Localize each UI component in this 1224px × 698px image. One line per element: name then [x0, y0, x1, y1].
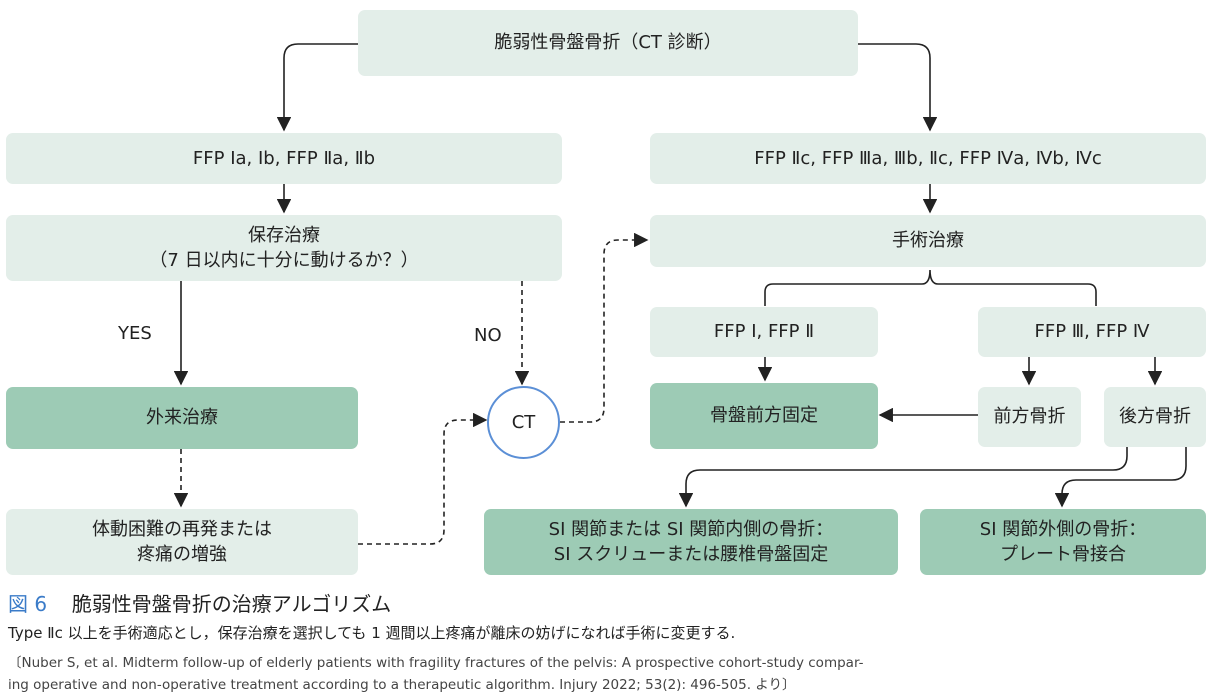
si-medial-node: SI 関節または SI 関節内側の骨折： SI スクリューまたは腰椎骨盤固定: [484, 509, 898, 575]
posterior-fracture-text: 後方骨折: [1119, 406, 1191, 428]
si-lateral-line2: プレート骨接合: [1000, 544, 1126, 565]
ffp34-node: FFP Ⅲ, FFP Ⅳ: [978, 307, 1206, 357]
surgery-text: 手術治療: [892, 230, 964, 252]
figure-number: 図 6: [8, 592, 48, 616]
surgery-node: 手術治療: [650, 215, 1206, 267]
conservative-line1: 保存治療: [248, 224, 320, 246]
ct-node: CT: [487, 386, 560, 459]
posterior-fracture-node: 後方骨折: [1104, 387, 1206, 447]
right-types-text: FFP Ⅱc, FFP Ⅲa, Ⅲb, Ⅱc, FFP Ⅳa, Ⅳb, Ⅳc: [754, 147, 1102, 169]
anterior-fracture-text: 前方骨折: [993, 406, 1066, 428]
difficulty-line1: 体動困難の再発または: [92, 518, 272, 540]
figure-reference-line1: 〔Nuber S, et al. Midterm follow-up of el…: [8, 655, 864, 671]
root-node: 脆弱性骨盤骨折（CT 診断）: [358, 10, 858, 76]
figure-caption-title: 図 6 脆弱性骨盤骨折の治療アルゴリズム: [8, 588, 391, 617]
root-node-text: 脆弱性骨盤骨折（CT 診断）: [494, 32, 722, 54]
difficulty-node: 体動困難の再発または 疼痛の増強: [6, 509, 358, 575]
si-medial-line1: SI 関節または SI 関節内側の骨折：: [548, 518, 834, 540]
figure-description: Type Ⅱc 以上を手術適応とし，保存治療を選択しても 1 週間以上疼痛が離床…: [8, 624, 736, 642]
ffp12-text: FFP Ⅰ, FFP Ⅱ: [713, 321, 815, 343]
figure-reference-line2: ing operative and non-operative treatmen…: [8, 677, 796, 693]
surgery-brace: [764, 269, 1097, 306]
left-types-text: FFP Ⅰa, Ⅰb, FFP Ⅱa, Ⅱb: [192, 147, 376, 169]
outpatient-node: 外来治療: [6, 387, 358, 449]
left-types-node: FFP Ⅰa, Ⅰb, FFP Ⅱa, Ⅱb: [6, 133, 562, 184]
conservative-line2: （7 日以内に十分に動けるか？）: [149, 250, 419, 271]
arrow-root-to-left: [276, 43, 358, 132]
ffp34-text: FFP Ⅲ, FFP Ⅳ: [1034, 321, 1150, 343]
figure-title: 脆弱性骨盤骨折の治療アルゴリズム: [71, 592, 392, 616]
anterior-fixation-node: 骨盤前方固定: [650, 383, 878, 449]
no-label: NO: [474, 325, 502, 346]
anterior-fixation-text: 骨盤前方固定: [710, 405, 818, 427]
difficulty-line2: 疼痛の増強: [137, 544, 227, 565]
right-types-node: FFP Ⅱc, FFP Ⅲa, Ⅲb, Ⅱc, FFP Ⅳa, Ⅳb, Ⅳc: [650, 133, 1206, 184]
si-lateral-line1: SI 関節外側の骨折：: [979, 518, 1147, 540]
si-lateral-node: SI 関節外側の骨折： プレート骨接合: [920, 509, 1206, 575]
ct-text: CT: [511, 412, 536, 433]
si-medial-line2: SI スクリューまたは腰椎骨盤固定: [553, 544, 829, 565]
arrow-root-to-right: [858, 43, 938, 132]
arrow-posterior-to-si-lateral: [1054, 447, 1187, 508]
anterior-fracture-node: 前方骨折: [978, 387, 1081, 447]
arrow-posterior-to-si: [678, 447, 1128, 508]
outpatient-text: 外来治療: [146, 407, 218, 429]
yes-label: YES: [118, 323, 152, 344]
ffp12-node: FFP Ⅰ, FFP Ⅱ: [650, 307, 878, 357]
arrow-difficulty-to-ct: [358, 412, 488, 545]
conservative-node: 保存治療 （7 日以内に十分に動けるか？）: [6, 215, 562, 281]
arrow-ct-to-surgery: [560, 232, 649, 423]
